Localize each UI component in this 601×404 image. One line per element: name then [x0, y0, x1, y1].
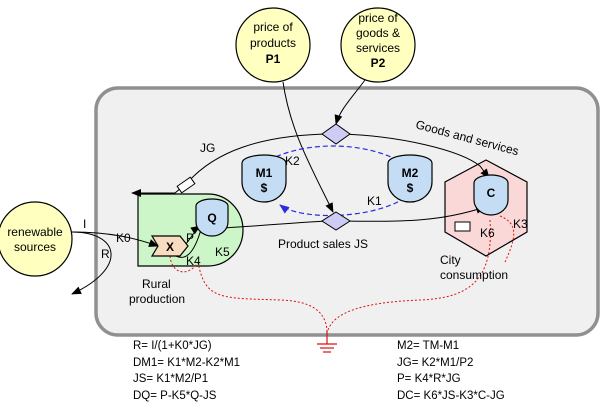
price-of-goods-source — [340, 7, 416, 83]
goods-services-diamond — [321, 123, 351, 145]
p1-price-line — [282, 81, 334, 213]
goods-to-city-line — [341, 133, 490, 179]
k5-label: K5 — [215, 245, 230, 259]
price-goods-text-1: price of — [358, 11, 398, 25]
equation-left-3: JS= K1*M2/P1 — [133, 373, 209, 385]
m2-text: M2 — [402, 166, 419, 180]
k3-label: K3 — [513, 217, 528, 231]
price-of-products-source — [235, 7, 311, 83]
c-storage-tank — [473, 174, 509, 216]
price-goods-text-4: P2 — [371, 56, 386, 70]
k1-label: K1 — [367, 194, 382, 208]
m1-storage-tank — [241, 154, 287, 203]
m2-unit: $ — [407, 181, 414, 195]
heat-sink-city — [327, 219, 491, 331]
heat-sink-rural — [197, 261, 328, 331]
k4-label: K4 — [186, 254, 201, 268]
product-sales-diamond — [321, 211, 351, 231]
k2-label: K2 — [285, 154, 300, 168]
k0-label: K0 — [116, 231, 131, 245]
equation-right-3: P= K4*R*JG — [397, 373, 461, 385]
product-sales-label: Product sales JS — [278, 237, 368, 251]
p-label: P — [186, 231, 194, 245]
renewable-sources — [0, 201, 73, 277]
equations-left: R= I/(1+K0*JG) DM1= K1*M2-K2*M1 JS= K1*M… — [133, 338, 240, 404]
equation-right-4: DC= K6*JS-K3*C-JG — [397, 389, 505, 402]
k6-label: K6 — [480, 226, 495, 240]
renewable-outflow-line — [71, 231, 112, 295]
p2-price-line — [334, 79, 366, 125]
equation-left-2: DM1= K1*M2-K2*M1 — [133, 356, 241, 369]
price-products-text-1: price of — [253, 20, 293, 34]
heat-sink-ground-icon — [317, 330, 337, 353]
system-boundary — [94, 86, 600, 337]
heat-sink-k3 — [499, 215, 515, 263]
m1-unit: $ — [261, 181, 268, 195]
equation-right-2: JG= K2*M1/P2 — [397, 356, 474, 369]
city-label-1: City — [440, 253, 461, 267]
rural-label-1: Rural — [142, 277, 171, 291]
equation-left-1: R= I/(1+K0*JG) — [133, 340, 212, 352]
heat-sink-k4 — [169, 255, 199, 273]
price-goods-text-3: services — [356, 41, 400, 55]
price-products-text-3: P1 — [266, 52, 281, 66]
price-products-text-2: products — [250, 36, 296, 50]
price-goods-text-2: goods & — [356, 26, 400, 40]
k6-transaction-marker — [454, 221, 471, 232]
equation-right-1: M2= TM-M1 — [397, 340, 460, 352]
q-storage-tank — [195, 198, 229, 237]
m1-text: M1 — [256, 166, 273, 180]
q-text: Q — [207, 211, 216, 225]
renewable-text-1: renewable — [7, 225, 63, 239]
equation-left-4: DQ= P-K5*Q-JS — [133, 389, 217, 402]
x-text: X — [166, 240, 174, 254]
m2-storage-tank — [387, 154, 433, 203]
renewable-text-2: sources — [14, 240, 56, 254]
c-text: C — [487, 186, 496, 200]
rural-label-2: production — [129, 292, 185, 306]
r-label: R — [101, 247, 110, 261]
city-label-2: consumption — [440, 268, 508, 282]
renewable-inflow-line — [71, 231, 159, 247]
equations-right: M2= TM-M1 JG= K2*M1/P2 P= K4*R*JG DC= K6… — [397, 338, 505, 404]
jg-label: JG — [200, 141, 215, 155]
x-interaction-symbol — [150, 235, 189, 257]
jg-transaction-marker — [176, 176, 196, 194]
i-label: I — [83, 217, 86, 231]
